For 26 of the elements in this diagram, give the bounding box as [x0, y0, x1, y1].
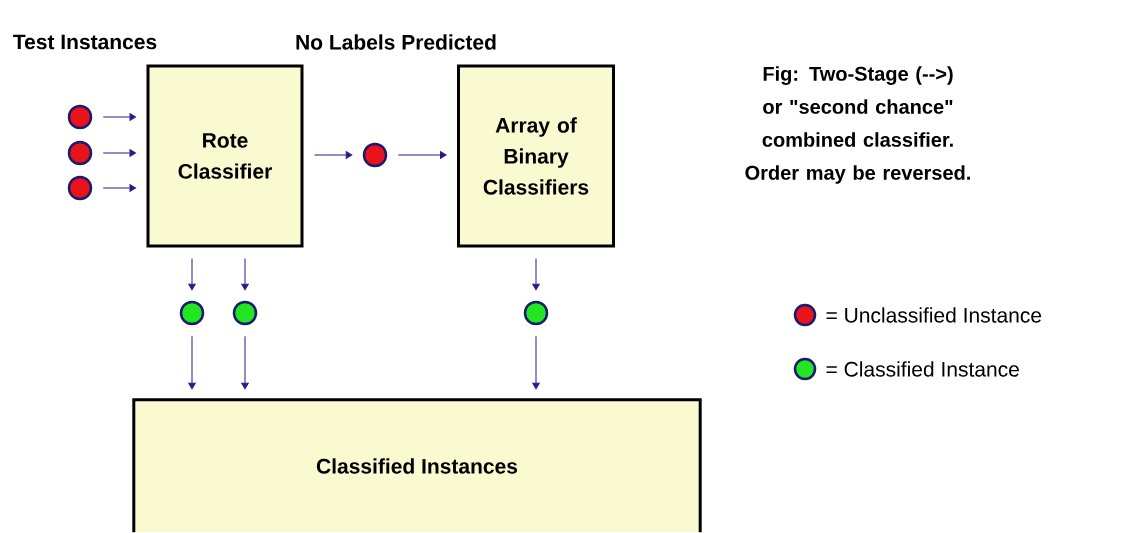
arrow	[188, 335, 196, 390]
process-box: Rote Classifier	[146, 64, 304, 248]
arrow	[397, 151, 447, 159]
arrow	[314, 151, 353, 159]
instance-circle	[362, 142, 388, 168]
arrow	[102, 184, 136, 192]
process-box: Classified Instances	[132, 398, 702, 533]
instance-circle	[232, 300, 258, 326]
arrow	[188, 258, 196, 291]
instance-circle	[67, 104, 93, 130]
arrow	[241, 258, 249, 291]
legend-label: = Classified Instance	[826, 361, 1019, 377]
arrow	[241, 335, 249, 390]
instance-circle	[67, 140, 93, 166]
instance-circle	[179, 300, 205, 326]
arrow	[102, 113, 136, 121]
process-box: Array of Binary Classifiers	[457, 64, 615, 248]
arrow	[532, 258, 540, 291]
instance-circle	[523, 300, 549, 326]
arrow	[532, 335, 540, 390]
caption: Fig: Two-Stage (-->) or "second chance" combined classifier. Order may be reversed.	[745, 66, 970, 184]
heading-label: Test Instances	[13, 34, 157, 50]
legend-label: = Unclassified Instance	[826, 307, 1042, 323]
arrow	[102, 149, 136, 157]
heading-label: No Labels Predicted	[296, 34, 496, 50]
instance-circle	[67, 175, 93, 201]
